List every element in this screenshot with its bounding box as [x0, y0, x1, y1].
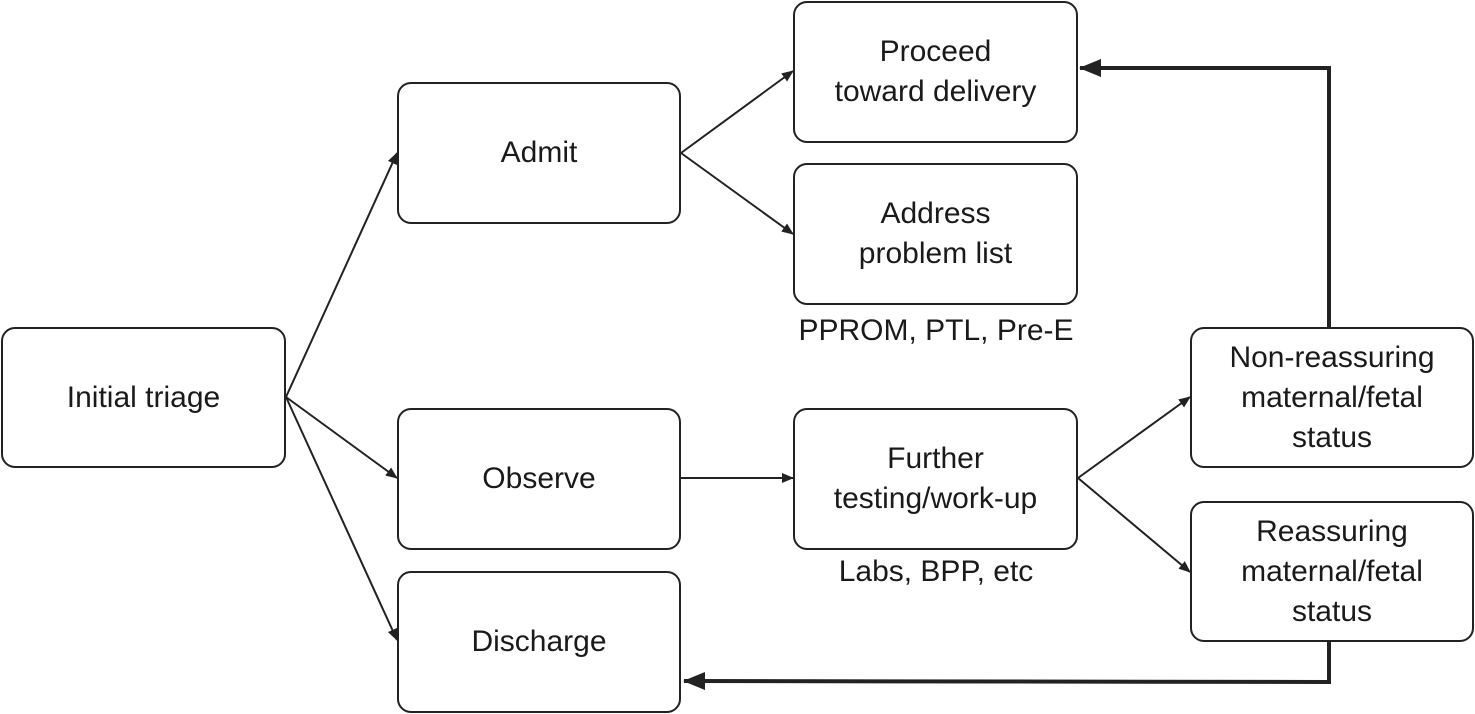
node-proceed-toward-delivery: Proceed toward delivery: [793, 1, 1078, 143]
edge-testing-to-nonreassuring: [1077, 396, 1191, 479]
node-admit: Admit: [397, 82, 681, 224]
edge-triage-to-observe: [285, 396, 398, 479]
edge-triage-to-admit: [285, 152, 398, 398]
note-testing-examples: Labs, BPP, etc: [838, 555, 1034, 588]
node-label-line: Observe: [482, 462, 596, 495]
node-label-line: status: [1291, 594, 1373, 628]
edge-testing-to-reassuring: [1077, 477, 1191, 573]
edge-reassuring-to-discharge: [683, 642, 1331, 691]
edge-admit-to-address: [680, 152, 794, 235]
node-address-problem-list: Address problem list: [793, 163, 1078, 305]
note-problem-list-examples: PPROM, PTL, Pre-E: [798, 314, 1074, 347]
node-label-line: Discharge: [471, 625, 607, 658]
node-reassuring-status: Reassuring maternal/fetal status: [1190, 501, 1474, 642]
node-initial-triage: Initial triage: [1, 327, 286, 468]
node-label-line: problem list: [858, 237, 1013, 270]
node-label-line: Non-reassuring: [1229, 340, 1435, 374]
node-label-line: Address: [880, 197, 991, 230]
node-label-line: Proceed: [879, 35, 992, 68]
node-discharge: Discharge: [397, 571, 681, 713]
edge-admit-to-proceed: [680, 70, 794, 154]
node-label-line: toward delivery: [834, 75, 1037, 108]
edge-nonreassuring-to-proceed: [1079, 59, 1331, 327]
node-label-line: Initial triage: [66, 380, 221, 414]
node-label-line: Reassuring: [1256, 514, 1408, 548]
node-further-testing: Further testing/work-up: [793, 408, 1078, 550]
node-observe: Observe: [397, 408, 681, 550]
node-label-line: Admit: [500, 136, 578, 169]
node-label-line: maternal/fetal: [1241, 380, 1423, 414]
node-label-line: status: [1291, 420, 1373, 454]
node-label-line: testing/work-up: [833, 482, 1038, 515]
node-label-line: maternal/fetal: [1241, 554, 1423, 588]
edge-triage-to-discharge: [285, 396, 398, 641]
node-label-line: Further: [887, 442, 984, 475]
node-non-reassuring-status: Non-reassuring maternal/fetal status: [1190, 327, 1474, 468]
